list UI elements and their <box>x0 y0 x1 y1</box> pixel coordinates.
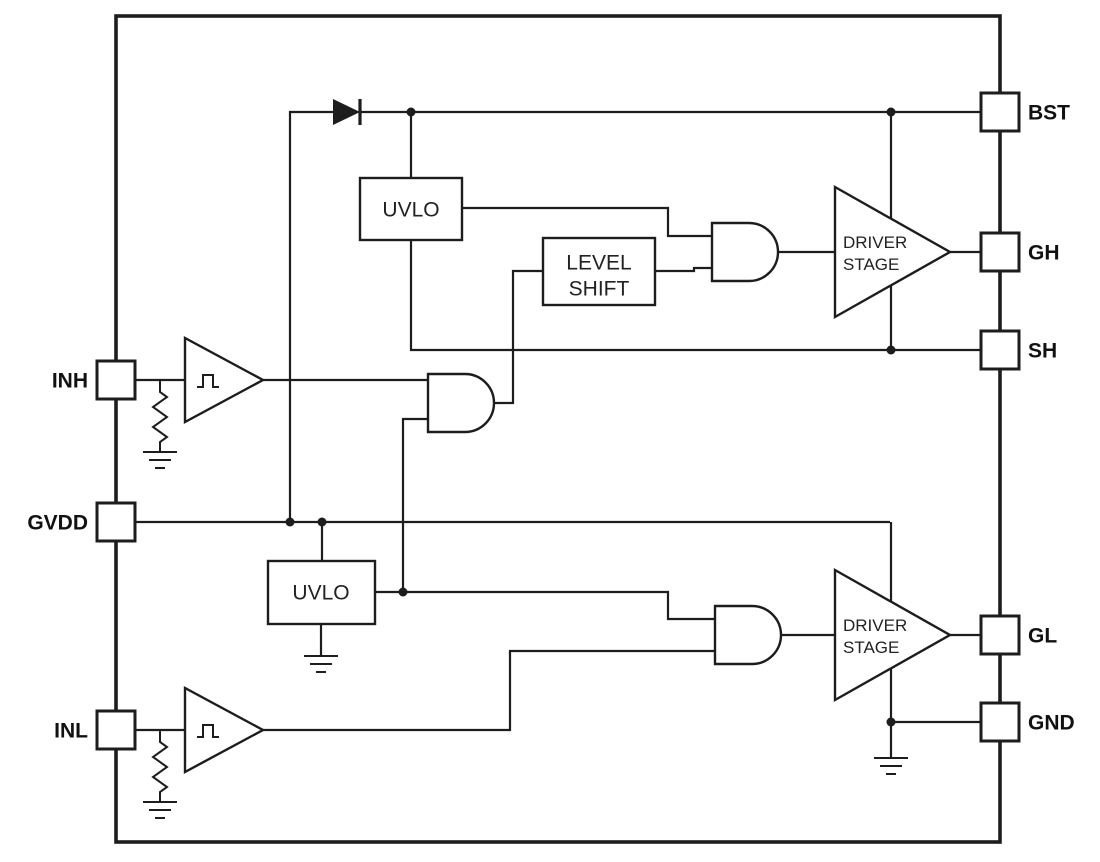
junction-dot <box>886 717 896 727</box>
driver-stage-top-triangle <box>833 184 953 320</box>
passives <box>143 380 908 819</box>
pin-gvdd <box>95 501 137 543</box>
uvlo-top-label: UVLO <box>382 198 439 221</box>
level-shift-label-line1: LEVEL <box>566 251 631 274</box>
pin-labels: INH GVDD INL BST GH SH GL GND <box>27 101 1074 742</box>
pin-inh-label: INH <box>52 369 88 392</box>
bootstrap-diode <box>333 99 362 125</box>
ground-symbol-driver-icon <box>874 757 908 775</box>
and-gate-bottom <box>713 604 783 666</box>
diode-anode-icon <box>333 99 360 125</box>
pin-gnd-label: GND <box>1028 711 1075 734</box>
pin-gl <box>979 614 1021 656</box>
pin-gh-label: GH <box>1028 241 1060 264</box>
ground-symbol-inl-icon <box>143 801 177 819</box>
uvlo-bottom-block <box>266 559 377 626</box>
junction-dots <box>285 107 896 727</box>
pin-gnd <box>979 701 1021 743</box>
resistor-inh <box>151 380 169 452</box>
junction-dot <box>886 107 896 117</box>
pin-inl-label: INL <box>54 719 88 742</box>
wire-inl-buffer-output <box>263 649 715 732</box>
junction-dot <box>406 107 416 117</box>
and-gate-mid <box>426 372 496 434</box>
schmitt-buffer-inl <box>183 685 266 775</box>
driver-bottom-label-line2: STAGE <box>843 638 899 657</box>
wire-sh <box>409 240 981 352</box>
ground-symbol-inh-icon <box>143 451 177 469</box>
level-shift-label-line2: SHIFT <box>569 277 630 300</box>
driver-top-label-line1: DRIVER <box>843 233 907 252</box>
and-gate-top <box>710 221 780 283</box>
ground-symbol-uvlo-icon <box>304 655 338 673</box>
driver-bottom-label-line1: DRIVER <box>843 616 907 635</box>
level-shift-block <box>541 236 657 307</box>
wire-mid-and-output <box>494 269 543 405</box>
wire-level-shift-output <box>655 266 712 273</box>
uvlo-bottom-label: UVLO <box>292 581 349 604</box>
wire-mid-and-input2 <box>401 417 428 592</box>
pin-gl-label: GL <box>1028 624 1057 647</box>
hysteresis-icon <box>197 724 219 738</box>
resistor-inl <box>151 730 169 802</box>
junction-dot <box>285 517 295 527</box>
pin-inh <box>95 359 137 401</box>
wire-uvlo-top-output <box>462 206 712 238</box>
pin-gh <box>979 231 1021 273</box>
pins <box>95 91 1021 751</box>
hysteresis-icon <box>197 374 219 388</box>
driver-top-label-line2: STAGE <box>843 255 899 274</box>
uvlo-top-block <box>358 176 464 242</box>
junction-dot <box>886 345 896 355</box>
pin-sh <box>979 329 1021 371</box>
pin-inl <box>95 709 137 751</box>
wire-bootstrap-riser <box>288 110 333 522</box>
wires <box>134 110 981 758</box>
wire-uvlo-bottom-output <box>375 590 715 621</box>
block-labels: UVLO LEVEL SHIFT UVLO DRIVER STAGE DRIVE… <box>292 198 907 657</box>
driver-stage-bottom-triangle <box>833 567 953 703</box>
pin-gvdd-label: GVDD <box>27 511 88 534</box>
blocks <box>183 176 953 775</box>
junction-dot <box>398 587 408 597</box>
pin-bst <box>979 91 1021 133</box>
chip-outline <box>114 14 1002 844</box>
schmitt-buffer-inh <box>183 335 266 425</box>
junction-dot <box>317 517 327 527</box>
pin-sh-label: SH <box>1028 339 1057 362</box>
pin-bst-label: BST <box>1028 101 1070 124</box>
